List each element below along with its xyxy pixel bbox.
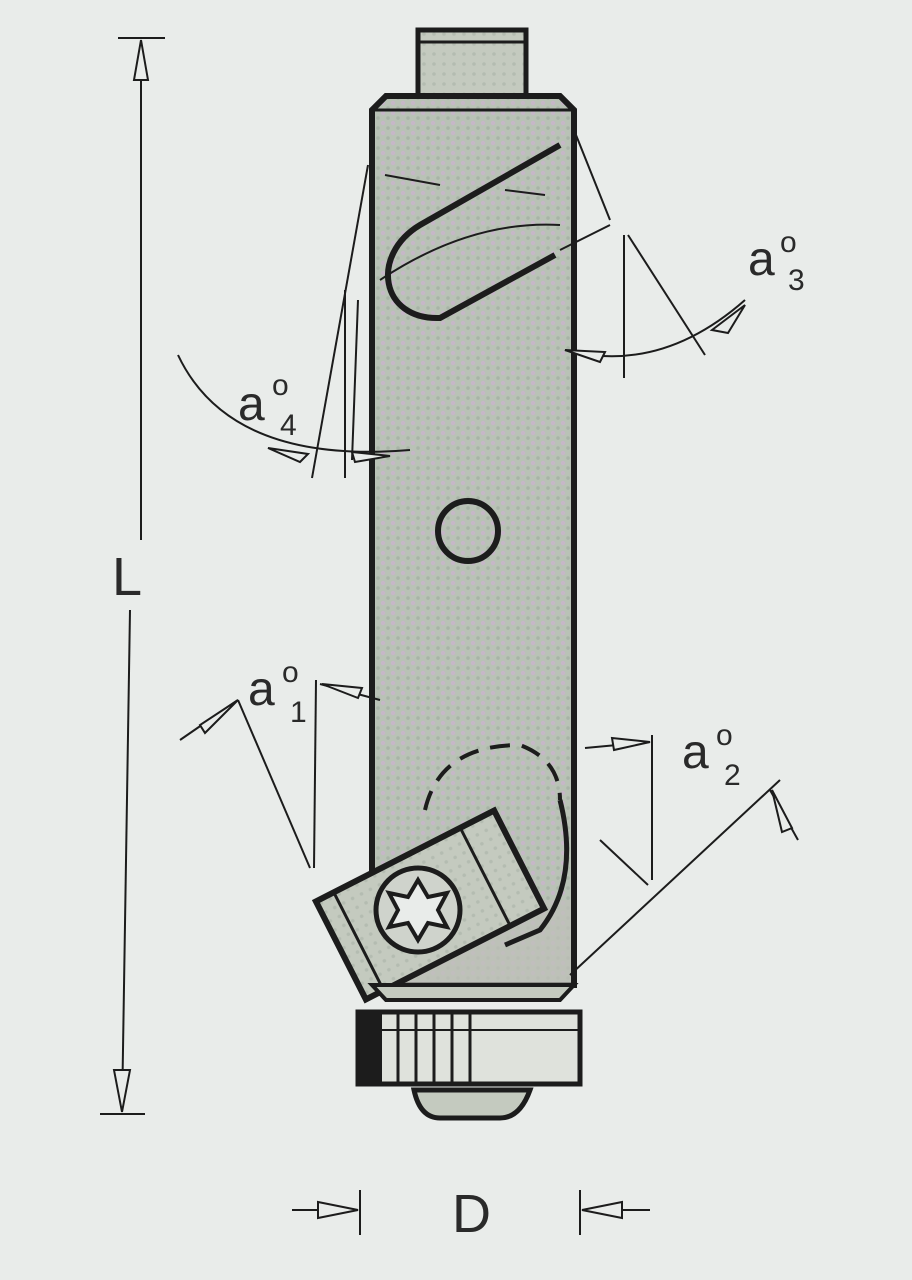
arrowhead-icon [132, 39, 150, 81]
length-label: L [112, 547, 142, 607]
angle-a4-construction: a o 4 [177, 164, 411, 479]
diameter-label: D [452, 1184, 491, 1244]
angle-a1-symbol: a [248, 663, 275, 716]
angle-a1-construction: a o 1 [179, 656, 381, 869]
guide-bearing [355, 983, 583, 1121]
top-pin [415, 27, 529, 99]
arrowhead-icon [771, 789, 794, 834]
angle-a1-degree: o [282, 656, 299, 689]
upper-cutting-insert [379, 129, 611, 322]
angle-a2-degree: o [716, 719, 733, 752]
angle-a1-subscript: 1 [290, 696, 307, 729]
torx-star-icon [385, 876, 451, 944]
angle-a2-symbol: a [682, 726, 709, 779]
angle-a2-construction: a o 2 [569, 719, 799, 976]
diameter-dimension: D [292, 1184, 650, 1244]
lower-cutting-insert [311, 742, 570, 1004]
arrowhead-icon [112, 1069, 132, 1113]
arrowhead-icon [610, 736, 651, 752]
arrowhead-icon [267, 447, 311, 464]
arrowhead-icon [564, 349, 607, 364]
angle-a3-degree: o [780, 226, 797, 259]
shank-bore-hole [435, 498, 501, 564]
angle-a3-symbol: a [748, 233, 775, 286]
arrowhead-icon [581, 1200, 623, 1220]
angle-a3-subscript: 3 [788, 264, 805, 297]
arrowhead-icon [317, 1200, 359, 1220]
arrowhead-icon [198, 699, 239, 735]
angle-a4-subscript: 4 [280, 409, 297, 442]
angle-a2-subscript: 2 [724, 759, 741, 792]
angle-a3-construction: a o 3 [564, 226, 805, 378]
length-dimension: L [100, 37, 165, 1115]
arrowhead-icon [350, 450, 391, 464]
angle-a4-symbol: a [238, 378, 265, 431]
arrowhead-icon [321, 683, 364, 700]
angle-a4-degree: o [272, 369, 289, 402]
arrowhead-icon [709, 304, 746, 335]
